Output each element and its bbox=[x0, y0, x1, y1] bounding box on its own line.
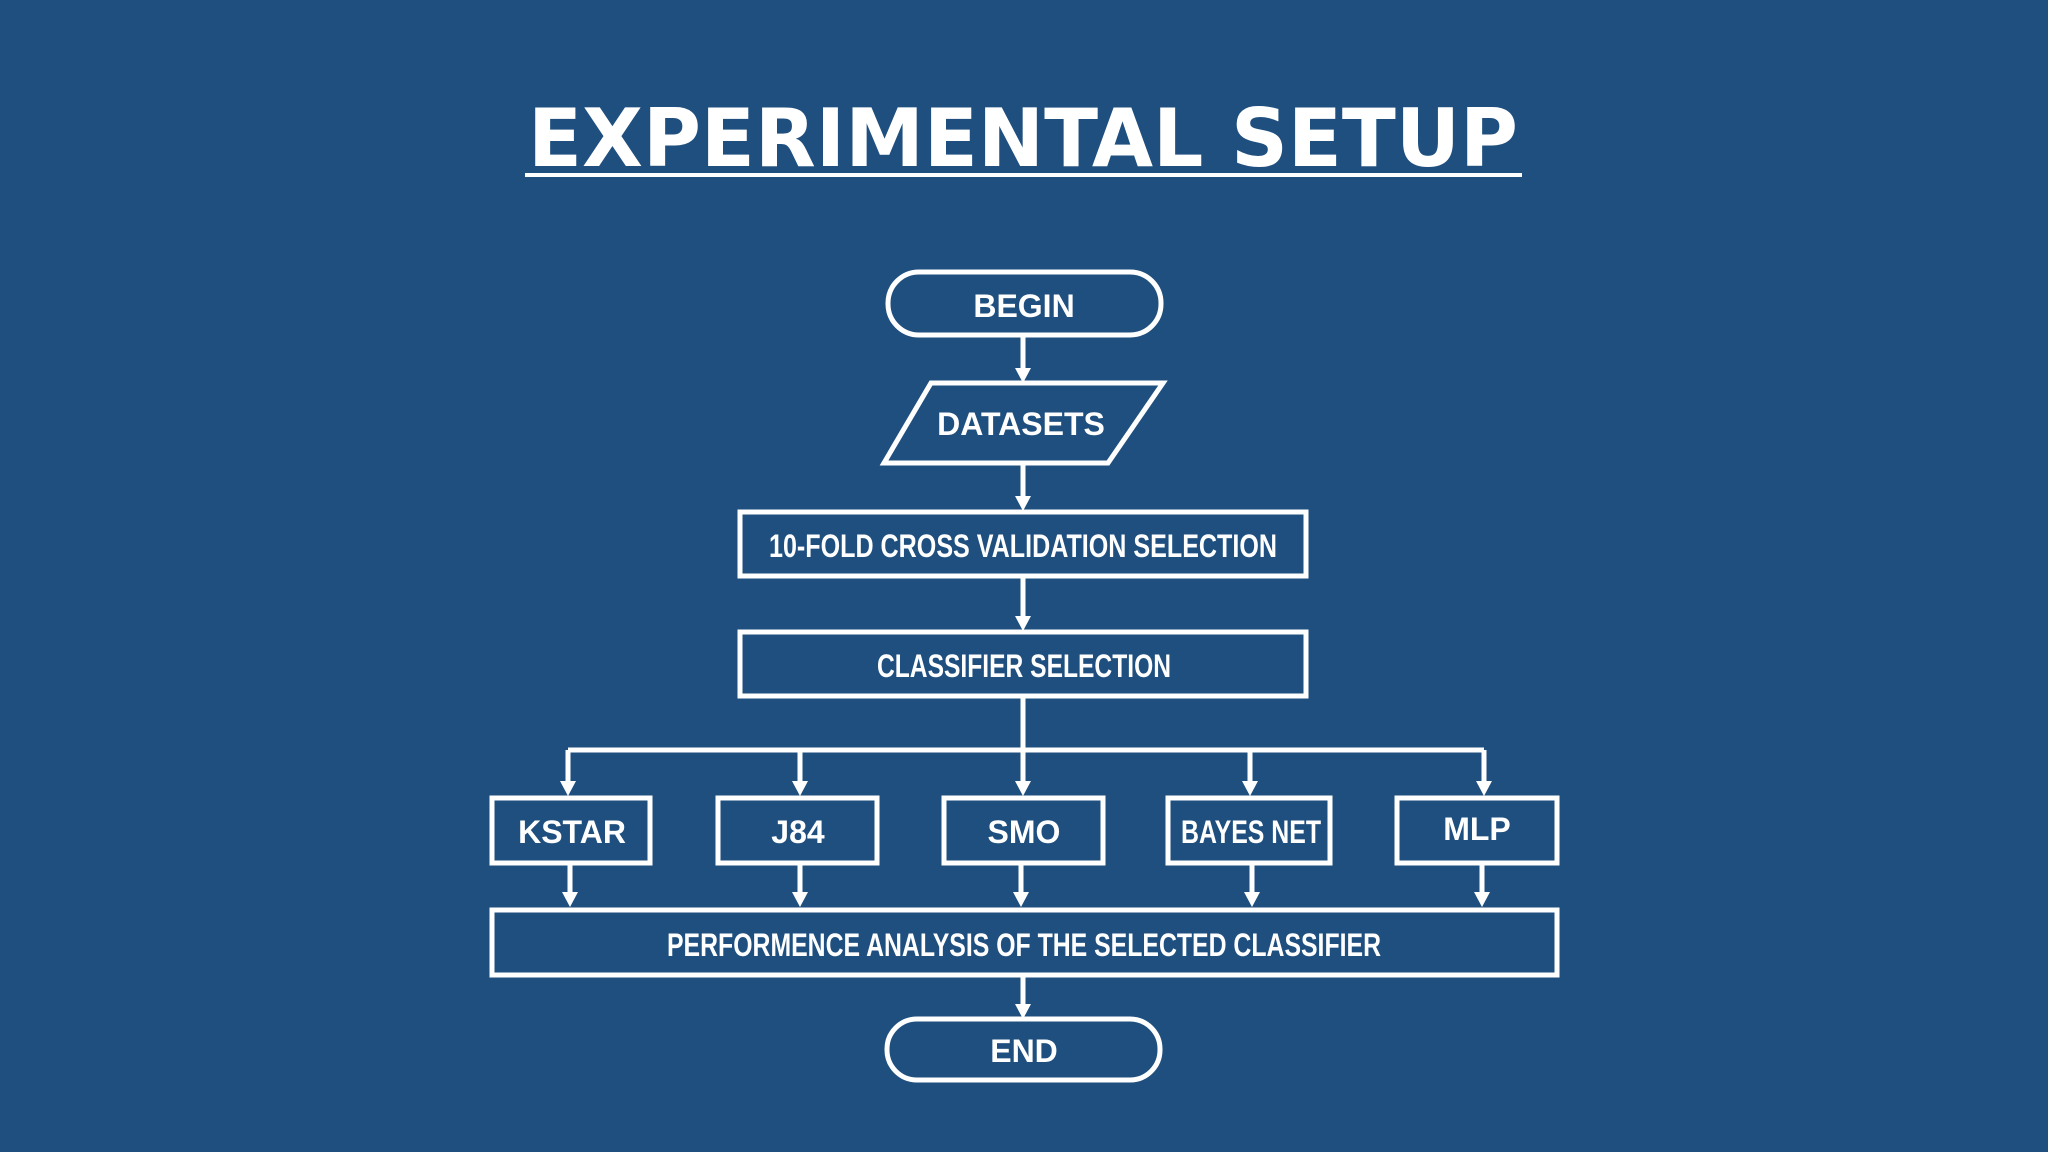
classifier-box bbox=[941, 795, 1106, 866]
arrowhead-down bbox=[562, 892, 578, 907]
end-terminator-shape bbox=[884, 1016, 1163, 1083]
classifier-mlp: MLP bbox=[1394, 795, 1560, 866]
classifier-row: KSTAR J84 SMO BAYES NET MLP bbox=[489, 795, 1560, 866]
crossval-process-shape bbox=[737, 509, 1309, 579]
slide-title: EXPERIMENTAL SETUP bbox=[525, 92, 1522, 185]
arrowhead-down bbox=[1015, 368, 1031, 383]
arrowhead-down bbox=[1244, 892, 1260, 907]
classifier-box bbox=[1394, 795, 1560, 866]
classifier-selection-label: CLASSIFIER SELECTION bbox=[877, 648, 1171, 684]
performance-analysis-node: PERFORMENCE ANALYSIS OF THE SELECTED CLA… bbox=[489, 907, 1560, 978]
classifier-label: BAYES NET bbox=[1181, 814, 1321, 850]
classifier-label: J84 bbox=[771, 814, 825, 850]
arrowhead-down bbox=[1015, 496, 1031, 511]
classifier-box bbox=[489, 795, 653, 866]
crossval-label: 10-FOLD CROSS VALIDATION SELECTION bbox=[769, 528, 1277, 564]
connectors bbox=[565, 335, 1487, 1006]
datasets-label: DATASETS bbox=[937, 406, 1105, 442]
arrowhead-down bbox=[792, 892, 808, 907]
classifier-box bbox=[715, 795, 880, 866]
performance-analysis-shape bbox=[489, 907, 1560, 978]
arrowhead-down bbox=[1015, 781, 1031, 796]
classifier-kstar: KSTAR bbox=[489, 795, 653, 866]
classifier-label: KSTAR bbox=[518, 814, 626, 850]
classifier-bayes-net: BAYES NET bbox=[1165, 795, 1333, 866]
datasets-node: DATASETS bbox=[879, 380, 1168, 466]
arrowhead-down bbox=[1474, 892, 1490, 907]
datasets-input-shape bbox=[879, 380, 1168, 466]
end-node: END bbox=[884, 1016, 1163, 1083]
classifier-label: SMO bbox=[988, 814, 1061, 850]
end-label: END bbox=[990, 1033, 1058, 1069]
arrowhead-down bbox=[792, 781, 808, 796]
arrowhead-down bbox=[1242, 781, 1258, 796]
classifier-box bbox=[1165, 795, 1333, 866]
arrowhead-down bbox=[560, 781, 576, 796]
classifier-label: MLP bbox=[1443, 811, 1511, 847]
begin-label: BEGIN bbox=[973, 288, 1074, 324]
crossval-node: 10-FOLD CROSS VALIDATION SELECTION bbox=[737, 509, 1309, 579]
classifier-j84: J84 bbox=[715, 795, 880, 866]
arrowheads bbox=[560, 368, 1492, 1019]
arrowhead-down bbox=[1015, 1004, 1031, 1019]
classifier-selection-node: CLASSIFIER SELECTION bbox=[737, 629, 1309, 699]
begin-terminator-shape bbox=[885, 269, 1164, 338]
arrowhead-down bbox=[1013, 892, 1029, 907]
title-text: EXPERIMENTAL SETUP bbox=[528, 92, 1518, 185]
arrowhead-down bbox=[1476, 781, 1492, 796]
begin-node: BEGIN bbox=[885, 269, 1164, 338]
performance-analysis-label: PERFORMENCE ANALYSIS OF THE SELECTED CLA… bbox=[667, 927, 1381, 963]
classifier-selection-shape bbox=[737, 629, 1309, 699]
arrowhead-down bbox=[1015, 616, 1031, 631]
classifier-smo: SMO bbox=[941, 795, 1106, 866]
